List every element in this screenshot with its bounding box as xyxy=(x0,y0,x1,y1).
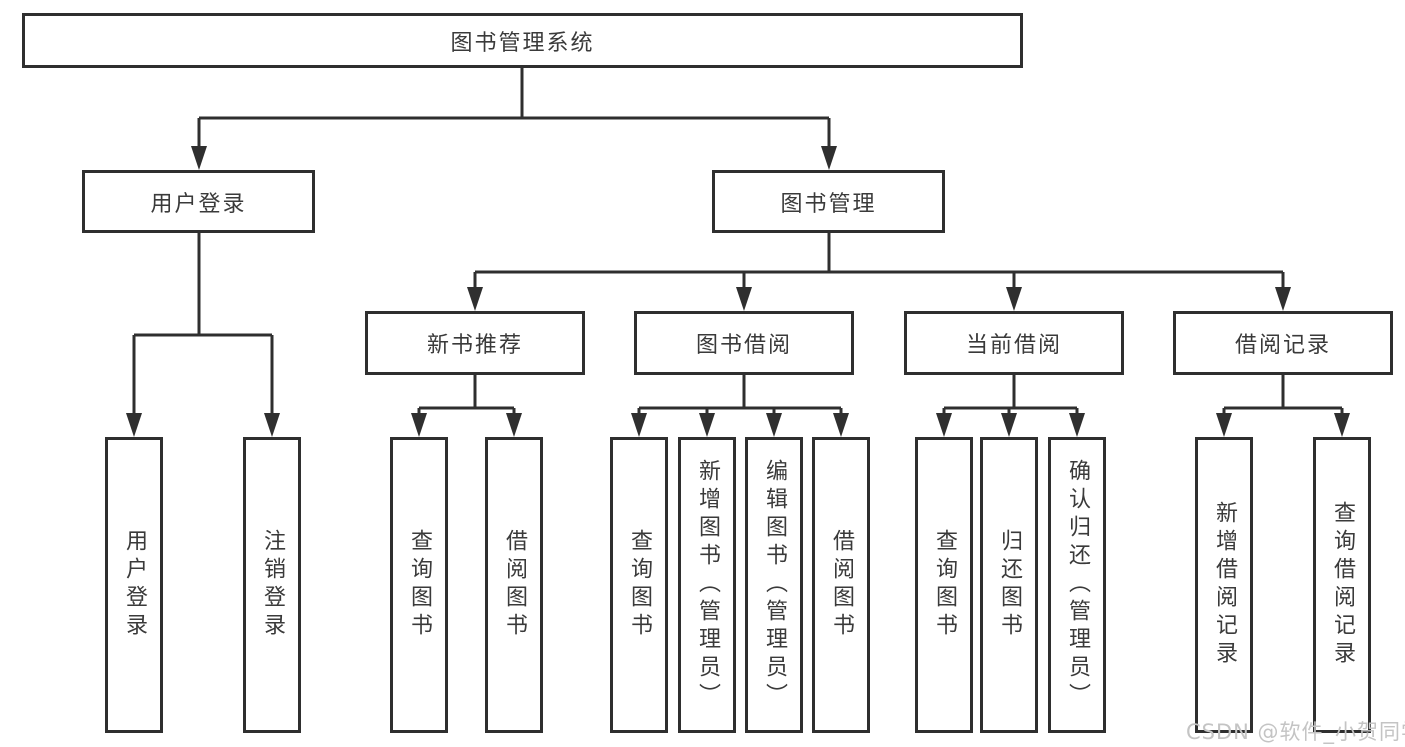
leaf-current-confirm-return-label: 确认归还（管理员） xyxy=(1065,459,1090,711)
leaf-borrow-borrow-book: 借阅图书 xyxy=(812,437,870,733)
leaf-borrow-query-book: 查询图书 xyxy=(610,437,668,733)
node-current-borrow: 当前借阅 xyxy=(904,311,1124,375)
leaf-current-query-book: 查询图书 xyxy=(915,437,973,733)
leaf-records-query-record-label: 查询借阅记录 xyxy=(1330,501,1355,669)
node-new-book-recommend: 新书推荐 xyxy=(365,311,585,375)
leaf-current-confirm-return: 确认归还（管理员） xyxy=(1048,437,1106,733)
node-book-borrow: 图书借阅 xyxy=(634,311,854,375)
leaf-records-add-record-label: 新增借阅记录 xyxy=(1212,501,1237,669)
leaf-user-login-label: 用户登录 xyxy=(122,529,147,641)
leaf-records-add-record: 新增借阅记录 xyxy=(1195,437,1253,733)
csdn-watermark: CSDN @软件_小贺同学 xyxy=(1186,720,1405,744)
leaf-borrow-query-book-label: 查询图书 xyxy=(627,529,652,641)
leaf-borrow-borrow-book-label: 借阅图书 xyxy=(829,529,854,641)
leaf-borrow-add-book-label: 新增图书（管理员） xyxy=(695,459,720,711)
node-book-borrow-label: 图书借阅 xyxy=(695,333,792,358)
node-user-login: 用户登录 xyxy=(82,170,315,233)
leaf-logout: 注销登录 xyxy=(243,437,301,733)
arrowheads xyxy=(126,146,1350,437)
node-new-book-recommend-label: 新书推荐 xyxy=(426,333,523,358)
leaf-borrow-add-book: 新增图书（管理员） xyxy=(678,437,736,733)
node-root-label: 图书管理系统 xyxy=(450,30,595,56)
leaf-recommend-query-book: 查询图书 xyxy=(390,437,448,733)
leaf-records-query-record: 查询借阅记录 xyxy=(1313,437,1371,733)
leaf-recommend-borrow-book-label: 借阅图书 xyxy=(502,529,527,641)
leaf-user-login: 用户登录 xyxy=(105,437,163,733)
node-current-borrow-label: 当前借阅 xyxy=(965,333,1062,358)
node-borrow-records-label: 借阅记录 xyxy=(1234,333,1331,358)
node-borrow-records: 借阅记录 xyxy=(1173,311,1393,375)
leaf-current-query-book-label: 查询图书 xyxy=(932,529,957,641)
leaf-recommend-borrow-book: 借阅图书 xyxy=(485,437,543,733)
leaf-current-return-book-label: 归还图书 xyxy=(997,529,1022,641)
node-book-management-label: 图书管理 xyxy=(780,191,877,217)
node-user-login-label: 用户登录 xyxy=(150,191,247,217)
leaf-logout-label: 注销登录 xyxy=(260,529,285,641)
leaf-recommend-query-book-label: 查询图书 xyxy=(407,529,432,641)
leaf-current-return-book: 归还图书 xyxy=(980,437,1038,733)
node-root: 图书管理系统 xyxy=(22,13,1023,68)
node-book-management: 图书管理 xyxy=(712,170,945,233)
leaf-borrow-edit-book-label: 编辑图书（管理员） xyxy=(762,459,787,711)
leaf-borrow-edit-book: 编辑图书（管理员） xyxy=(745,437,803,733)
